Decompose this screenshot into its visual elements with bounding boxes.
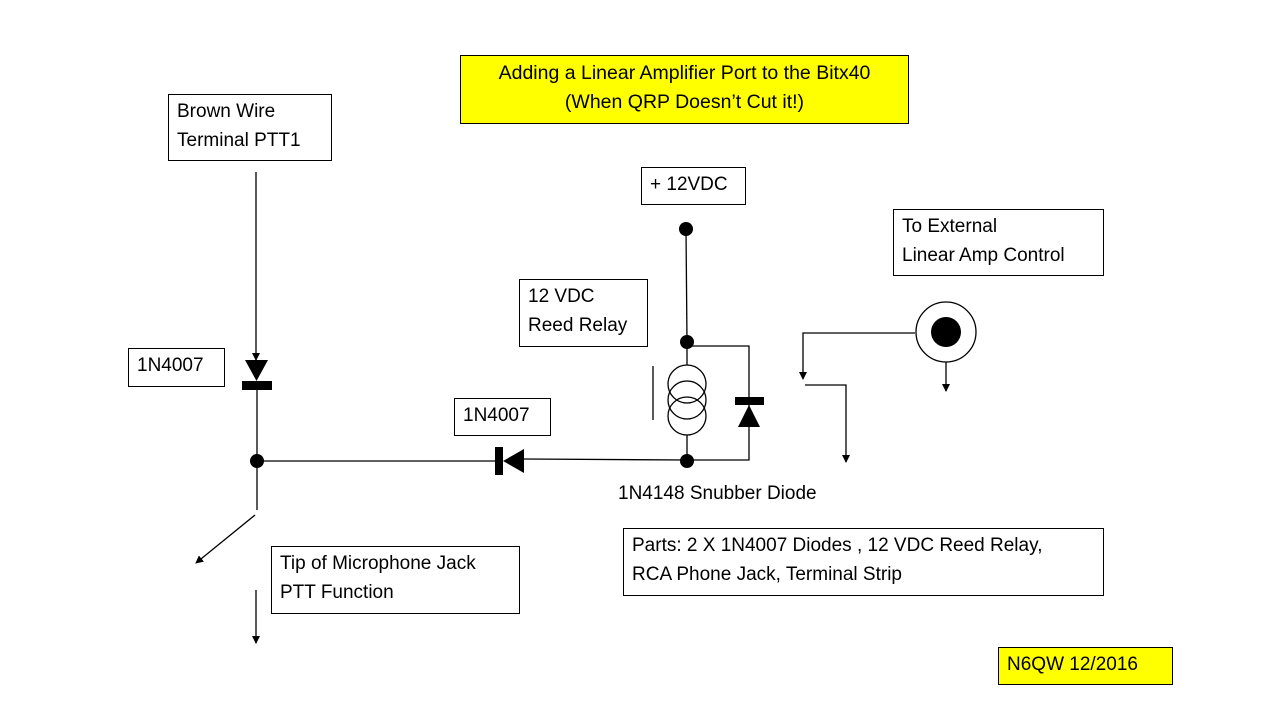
diagram-title: Adding a Linear Amplifier Port to the Bi…: [460, 55, 909, 124]
reed-relay-label-line-2: Reed Relay: [528, 315, 628, 336]
diode-1n4007-ptt-icon: [242, 360, 272, 390]
mic-jack-switch-blade: [195, 514, 256, 564]
snubber-diode-label: 1N4148 Snubber Diode: [618, 483, 817, 504]
mic-jack-label-line-2: PTT Function: [280, 582, 394, 603]
brown-wire-label-line-1: Brown Wire: [177, 101, 276, 122]
external-control-label: To External Linear Amp Control: [893, 209, 1104, 276]
diode-ptt-label-text: 1N4007: [137, 355, 204, 376]
brown-wire-label: Brown Wire Terminal PTT1: [168, 94, 332, 161]
brown-wire-label-line-2: Terminal PTT1: [177, 130, 301, 151]
supply-label: + 12VDC: [641, 167, 746, 205]
title-line-2: (When QRP Doesn’t Cut it!): [564, 91, 805, 113]
author-signature-text: N6QW 12/2016: [1007, 654, 1138, 675]
mic-jack-label-line-1: Tip of Microphone Jack: [280, 553, 476, 574]
supply-label-text: + 12VDC: [650, 174, 728, 195]
relay-bottom-node: [680, 454, 694, 468]
diode-series-label: 1N4007: [454, 398, 551, 436]
parts-list: Parts: 2 X 1N4007 Diodes , 12 VDC Reed R…: [623, 528, 1104, 596]
bus-diode-to-relay: [523, 458, 688, 461]
external-control-label-line-2: Linear Amp Control: [902, 245, 1065, 266]
author-signature: N6QW 12/2016: [998, 647, 1173, 685]
snubber-diode-icon: [735, 397, 764, 427]
reed-contact-upper: [799, 332, 915, 380]
supply-lead: [685, 228, 688, 343]
reed-relay-coil-icon: [667, 364, 707, 436]
parts-list-line-2: RCA Phone Jack, Terminal Strip: [632, 564, 902, 585]
parts-list-line-1: Parts: 2 X 1N4007 Diodes , 12 VDC Reed R…: [632, 535, 1043, 556]
diode-series-label-text: 1N4007: [463, 405, 530, 426]
title-line-1: Adding a Linear Amplifier Port to the Bi…: [498, 62, 871, 84]
mic-jack-label: Tip of Microphone Jack PTT Function: [271, 546, 520, 614]
reed-relay-label: 12 VDC Reed Relay: [519, 279, 648, 347]
reed-relay-label-line-1: 12 VDC: [528, 286, 595, 307]
reed-contact-lower: [805, 384, 850, 463]
diode-ptt-label: 1N4007: [128, 348, 225, 387]
diode-1n4007-series-icon: [495, 447, 524, 475]
external-control-label-line-1: To External: [902, 216, 998, 237]
rca-jack-icon: [915, 301, 977, 363]
